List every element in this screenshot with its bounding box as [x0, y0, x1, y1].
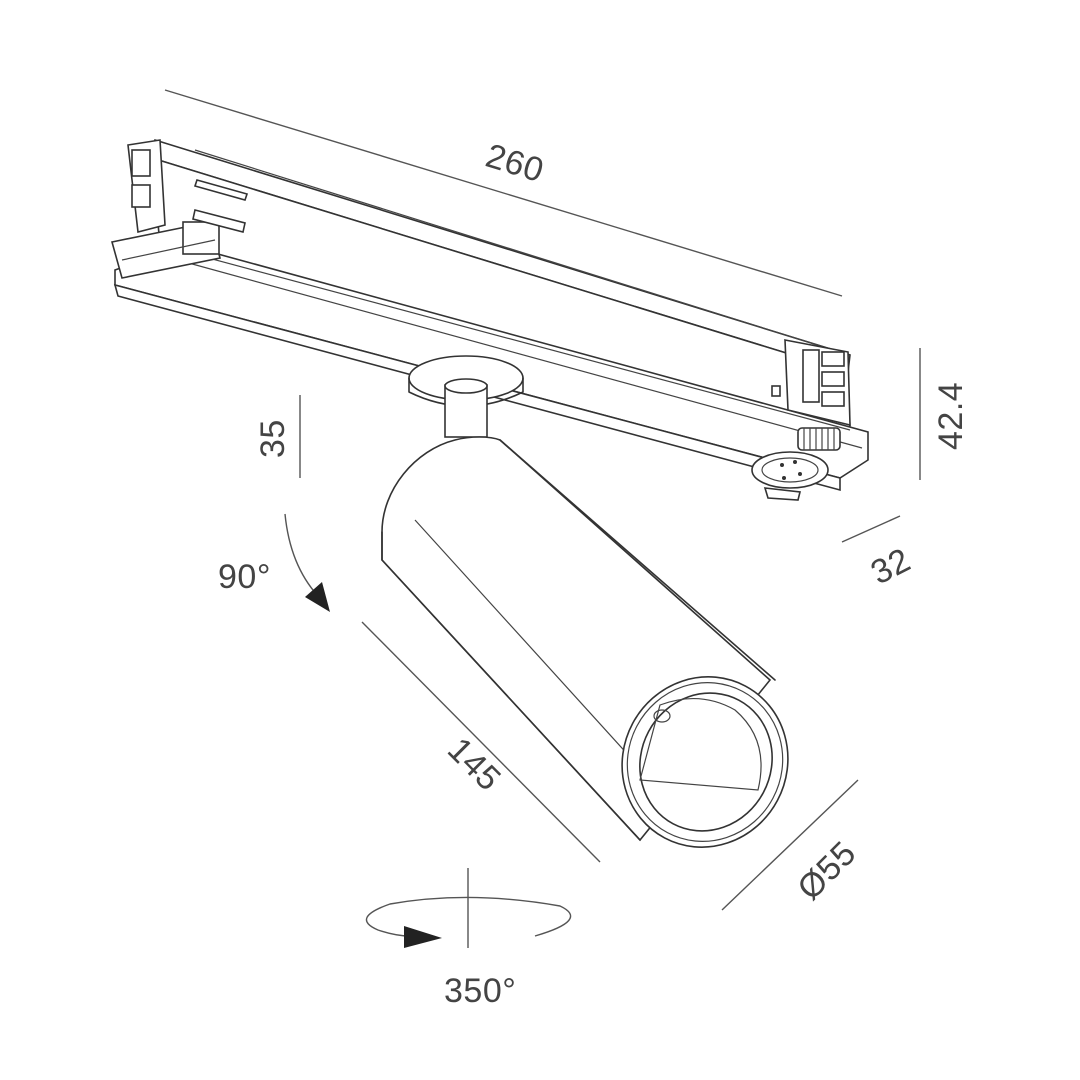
dimension-lines — [164, 89, 921, 911]
rotary-selector — [751, 451, 829, 501]
tilt-arrow — [284, 513, 330, 612]
pan-arrowhead-icon — [404, 926, 442, 948]
tilt-arrowhead-icon — [305, 582, 330, 612]
pan-angle-label: 350° — [444, 972, 516, 1010]
length-label: 260 — [481, 137, 548, 190]
depth-dimension-line — [841, 515, 901, 543]
swivel-base — [408, 355, 524, 438]
pan-arrow — [365, 868, 572, 948]
body-length-dimension-line — [361, 621, 601, 863]
length-dimension-line — [164, 89, 843, 297]
depth-label: 32 — [865, 541, 917, 592]
diameter-label: Ø55 — [790, 834, 863, 907]
stem-label: 35 — [254, 419, 292, 458]
tilt-angle-label: 90° — [218, 558, 271, 596]
knurled-wheel — [797, 427, 841, 451]
spotlight-lens-rim — [621, 676, 789, 848]
height-label: 42.4 — [932, 382, 970, 450]
diameter-dimension-line — [721, 779, 859, 911]
body-length-label: 145 — [440, 730, 508, 798]
